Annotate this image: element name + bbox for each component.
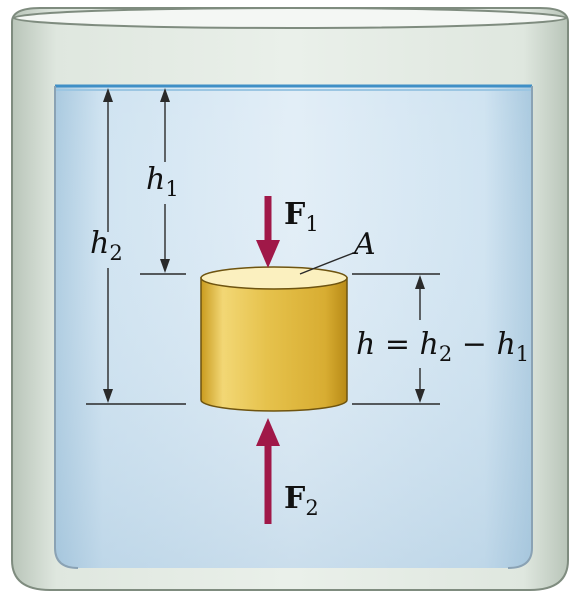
h-dimension-arrow — [415, 275, 425, 403]
force-arrow-f1 — [256, 196, 280, 268]
height-equation-label: h = h2 − h1 — [356, 327, 529, 366]
h2-dimension-arrow — [103, 88, 113, 403]
f1-label: F1 — [284, 197, 319, 236]
submerged-cylinder — [200, 266, 348, 412]
area-leader-line — [299, 251, 357, 275]
area-label: A — [351, 227, 376, 262]
cylinder-top-face — [200, 266, 348, 290]
force-arrow-f2 — [256, 418, 280, 524]
h1-dimension-arrow — [160, 88, 170, 273]
reference-lines — [86, 273, 440, 405]
h2-label: h2 — [90, 226, 123, 265]
f2-label: F2 — [284, 481, 319, 520]
h1-label: h1 — [146, 162, 179, 201]
